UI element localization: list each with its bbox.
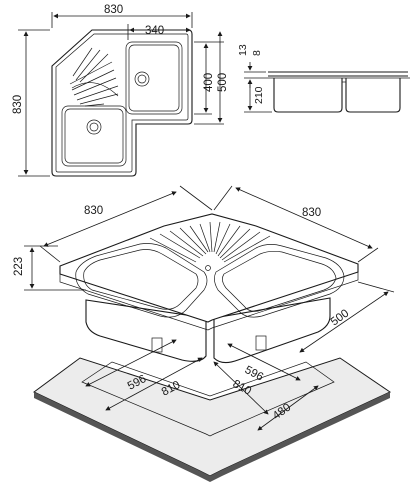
plan-basin-width-label: 340 xyxy=(145,25,164,37)
plan-height-label: 830 xyxy=(12,95,24,114)
side-rim-label: 13 xyxy=(237,44,249,56)
side-right-bowl xyxy=(345,78,401,113)
side-bowl-depth-label: 210 xyxy=(253,86,265,104)
iso-left-width-label: 830 xyxy=(84,205,103,217)
plan-right-drain xyxy=(134,71,150,87)
plan-drainer-ribs xyxy=(69,47,119,107)
side-view: 13 8 210 xyxy=(237,44,410,113)
iso-cutout-base xyxy=(33,357,392,482)
plan-width-label: 830 xyxy=(104,4,123,16)
side-flange-label: 8 xyxy=(251,50,263,56)
plan-right-basin-inner xyxy=(128,44,180,112)
plan-right-basin xyxy=(125,41,183,115)
plan-left-drain xyxy=(86,119,102,135)
iso-left-basin xyxy=(75,243,208,318)
iso-sink xyxy=(59,213,359,364)
plan-rim xyxy=(55,33,189,173)
side-left-bowl xyxy=(273,78,343,113)
plan-view: 830 340 830 400 500 xyxy=(12,4,229,177)
plan-basin-depth-label: 400 xyxy=(203,73,215,92)
plan-arm-depth-label: 500 xyxy=(217,73,229,92)
iso-right-width-label: 830 xyxy=(302,207,321,219)
plan-left-basin xyxy=(61,105,127,167)
iso-arm-depth-label: 500 xyxy=(329,307,352,328)
plan-left-basin-inner xyxy=(64,108,124,164)
plan-outline xyxy=(51,29,193,177)
iso-height-label: 223 xyxy=(13,257,25,276)
